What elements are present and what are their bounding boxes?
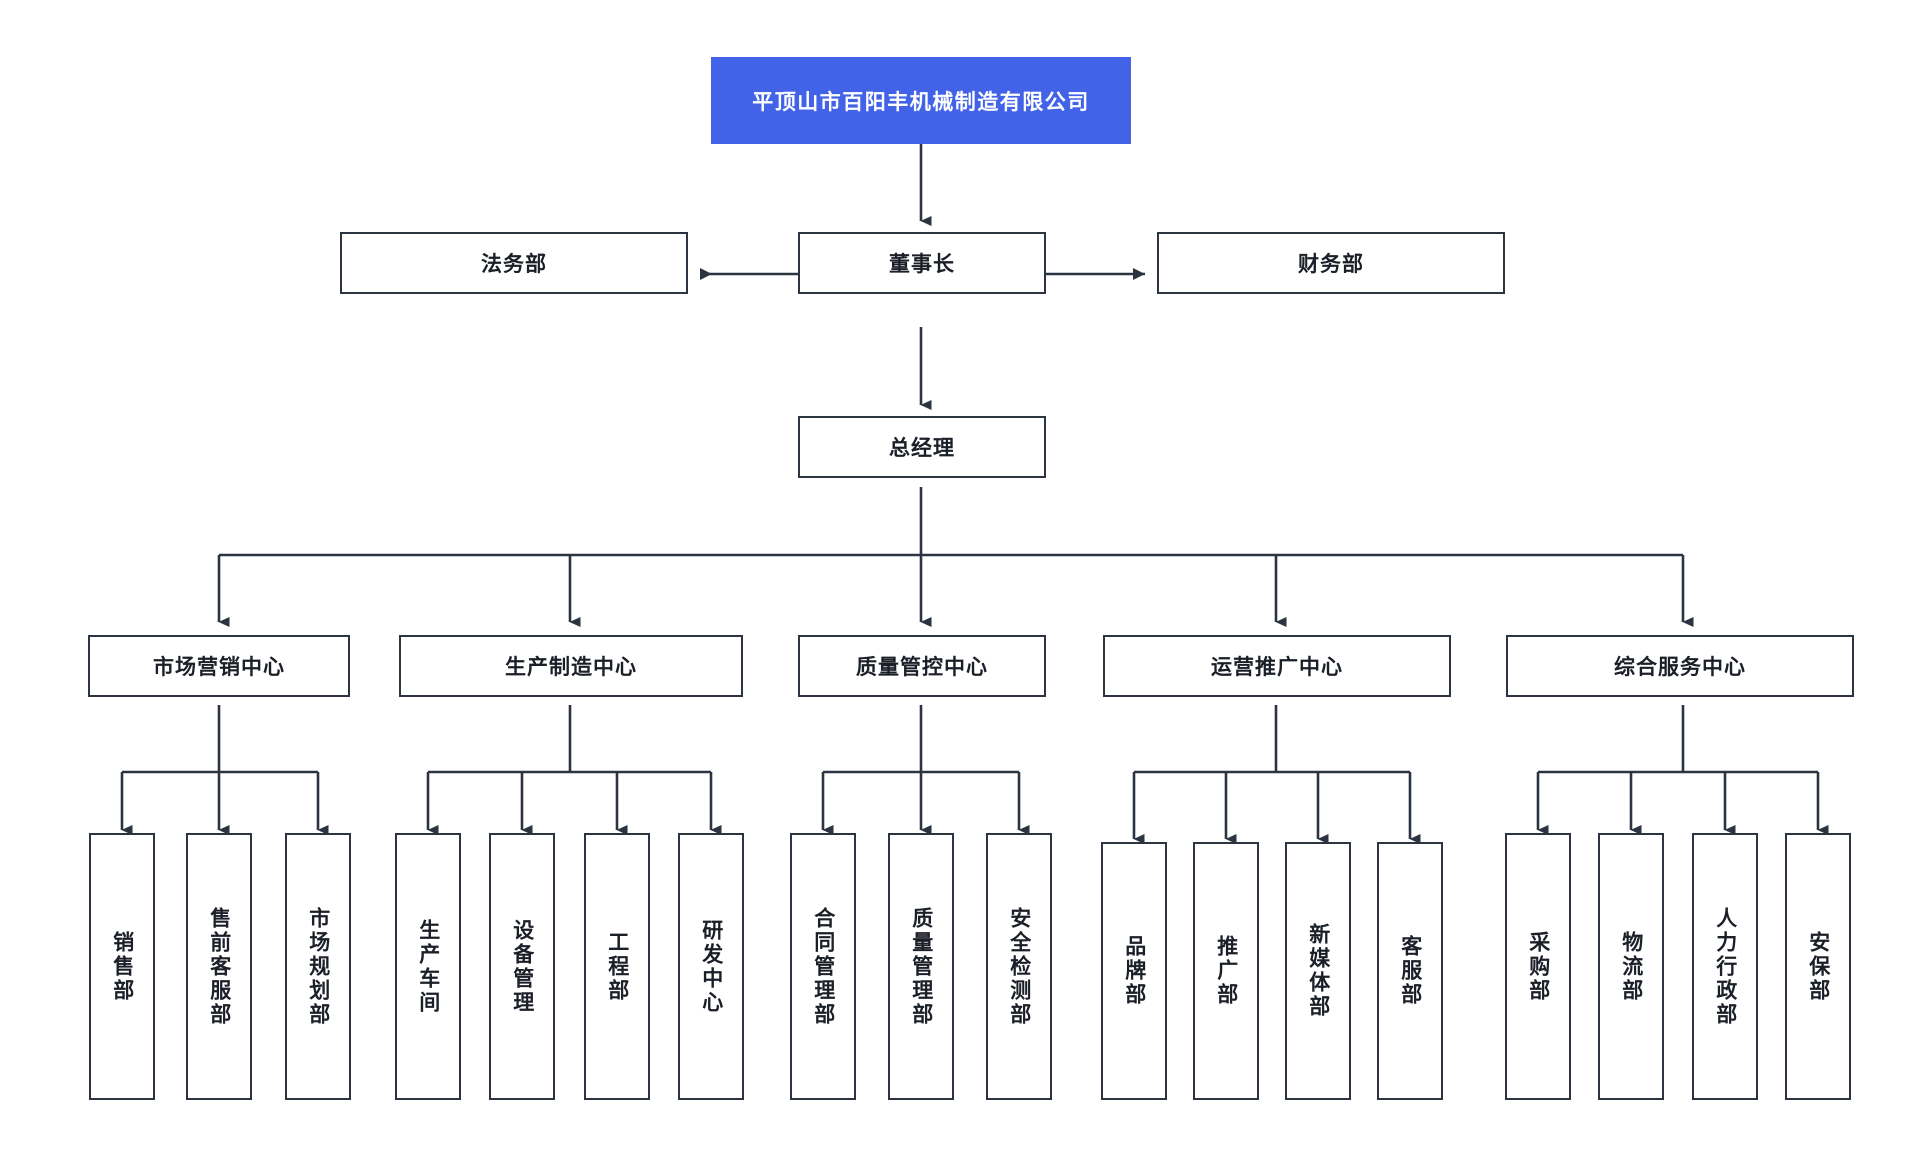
node-label: 质量管理部 <box>909 906 933 1027</box>
node-label: 售前客服部 <box>207 906 231 1027</box>
node-leaf-logistics[interactable]: 物流部 <box>1598 833 1664 1100</box>
node-label: 生产制造中心 <box>505 656 637 679</box>
node-label: 平顶山市百阳丰机械制造有限公司 <box>752 90 1090 114</box>
node-leaf-sales[interactable]: 销售部 <box>89 833 155 1100</box>
node-label: 市场规划部 <box>306 906 330 1027</box>
node-finance-department[interactable]: 财务部 <box>1157 232 1505 294</box>
node-label: 客服部 <box>1398 935 1422 1007</box>
node-leaf-contract-management[interactable]: 合同管理部 <box>790 833 856 1100</box>
node-label: 工程部 <box>605 930 629 1003</box>
node-center-marketing[interactable]: 市场营销中心 <box>88 635 350 697</box>
node-label: 董事长 <box>889 253 955 276</box>
node-leaf-hr-admin[interactable]: 人力行政部 <box>1692 833 1758 1100</box>
node-leaf-engineering[interactable]: 工程部 <box>584 833 650 1100</box>
node-label: 研发中心 <box>699 918 723 1015</box>
node-label: 品牌部 <box>1122 935 1146 1007</box>
node-leaf-procurement[interactable]: 采购部 <box>1505 833 1571 1100</box>
node-label: 生产车间 <box>416 918 440 1015</box>
node-leaf-production-workshop[interactable]: 生产车间 <box>395 833 461 1100</box>
node-legal-department[interactable]: 法务部 <box>340 232 688 294</box>
node-label: 设备管理 <box>510 918 534 1015</box>
node-label: 法务部 <box>481 253 547 276</box>
node-label: 运营推广中心 <box>1211 656 1343 679</box>
node-label: 质量管控中心 <box>856 656 988 679</box>
node-chairman[interactable]: 董事长 <box>798 232 1046 294</box>
node-label: 销售部 <box>110 930 134 1003</box>
node-label: 总经理 <box>889 437 955 460</box>
node-center-production[interactable]: 生产制造中心 <box>399 635 743 697</box>
node-leaf-safety-inspection[interactable]: 安全检测部 <box>986 833 1052 1100</box>
node-leaf-quality-management[interactable]: 质量管理部 <box>888 833 954 1100</box>
node-label: 物流部 <box>1619 930 1643 1003</box>
node-leaf-new-media[interactable]: 新媒体部 <box>1285 842 1351 1100</box>
node-center-quality[interactable]: 质量管控中心 <box>798 635 1046 697</box>
node-general-manager[interactable]: 总经理 <box>798 416 1046 478</box>
node-leaf-rnd-center[interactable]: 研发中心 <box>678 833 744 1100</box>
node-leaf-security[interactable]: 安保部 <box>1785 833 1851 1100</box>
node-label: 市场营销中心 <box>153 656 285 679</box>
node-label: 安全检测部 <box>1007 906 1031 1027</box>
node-label: 人力行政部 <box>1713 906 1737 1027</box>
node-label: 合同管理部 <box>811 906 835 1027</box>
node-center-operations[interactable]: 运营推广中心 <box>1103 635 1451 697</box>
node-company-root[interactable]: 平顶山市百阳丰机械制造有限公司 <box>711 57 1131 144</box>
node-label: 采购部 <box>1526 930 1550 1003</box>
node-label: 安保部 <box>1806 930 1830 1003</box>
node-label: 财务部 <box>1298 253 1364 276</box>
node-label: 推广部 <box>1214 935 1238 1007</box>
node-label: 新媒体部 <box>1306 923 1330 1019</box>
node-leaf-presales-service[interactable]: 售前客服部 <box>186 833 252 1100</box>
node-leaf-customer-service[interactable]: 客服部 <box>1377 842 1443 1100</box>
node-leaf-promotion[interactable]: 推广部 <box>1193 842 1259 1100</box>
node-leaf-market-planning[interactable]: 市场规划部 <box>285 833 351 1100</box>
node-label: 综合服务中心 <box>1614 656 1746 679</box>
node-leaf-brand[interactable]: 品牌部 <box>1101 842 1167 1100</box>
node-center-service[interactable]: 综合服务中心 <box>1506 635 1854 697</box>
node-leaf-equipment-management[interactable]: 设备管理 <box>489 833 555 1100</box>
